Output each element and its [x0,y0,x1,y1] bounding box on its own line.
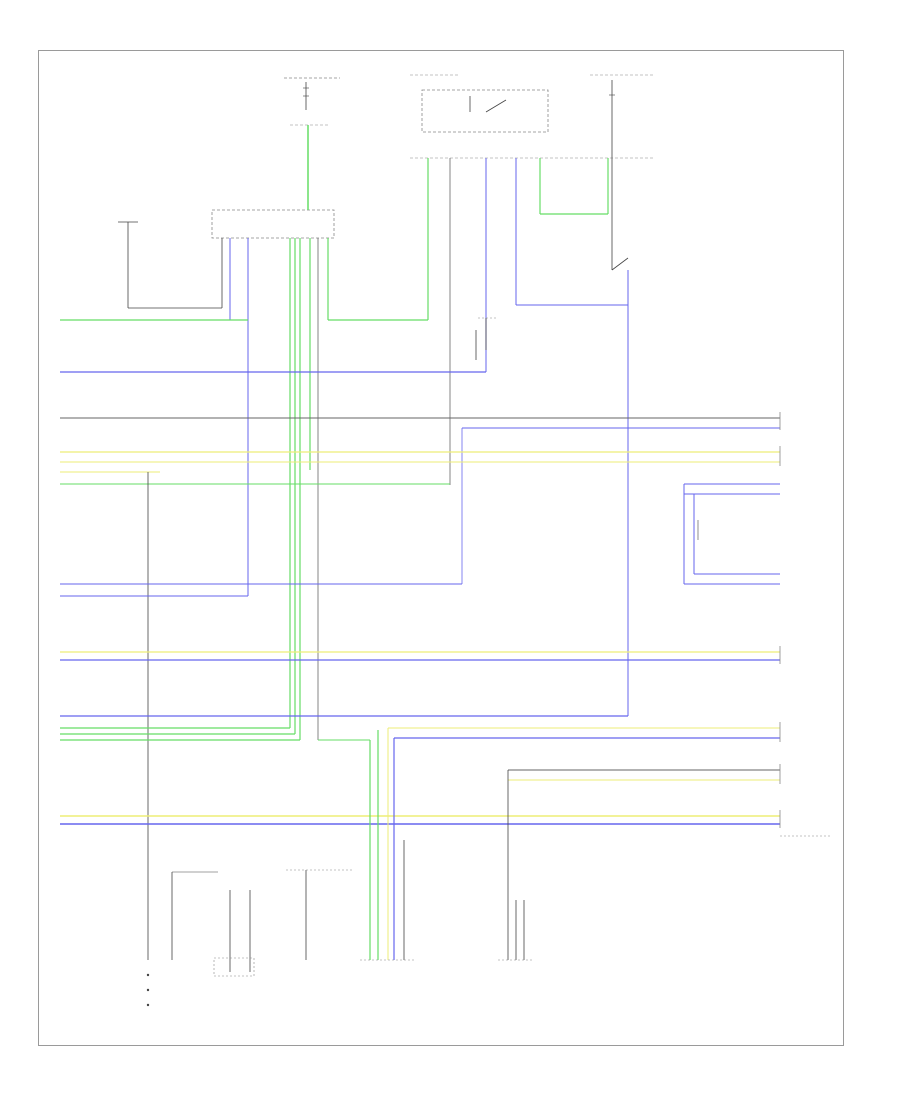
terminal-dot [146,988,150,992]
terminal-dot [146,973,150,977]
neutral-switch [475,317,496,360]
relay-wires [328,158,629,716]
relay-box [421,89,549,133]
transmission-ground [118,221,223,309]
cluster-box [211,209,335,239]
bus-wires [60,319,780,960]
solenoid-bottom-3 [286,869,352,960]
switch-contact [611,257,629,271]
diagram-frame [38,50,844,1046]
speed-sensor-right [683,483,780,585]
right-connectors [779,412,830,837]
instrument-cluster [211,209,335,239]
sensor-bottom-1 [146,871,218,1007]
sensor-bottom-2 [213,890,255,977]
fuse-block-top-right [590,74,655,158]
stop-lamp-switch [611,245,629,271]
relay-contact [485,99,507,113]
main-relay [410,74,655,159]
cluster-wires [229,125,329,740]
lower-wires [318,728,525,960]
sensor-box [213,957,255,977]
fuse-block-top-left [284,77,340,126]
terminal-dot [146,1003,150,1007]
